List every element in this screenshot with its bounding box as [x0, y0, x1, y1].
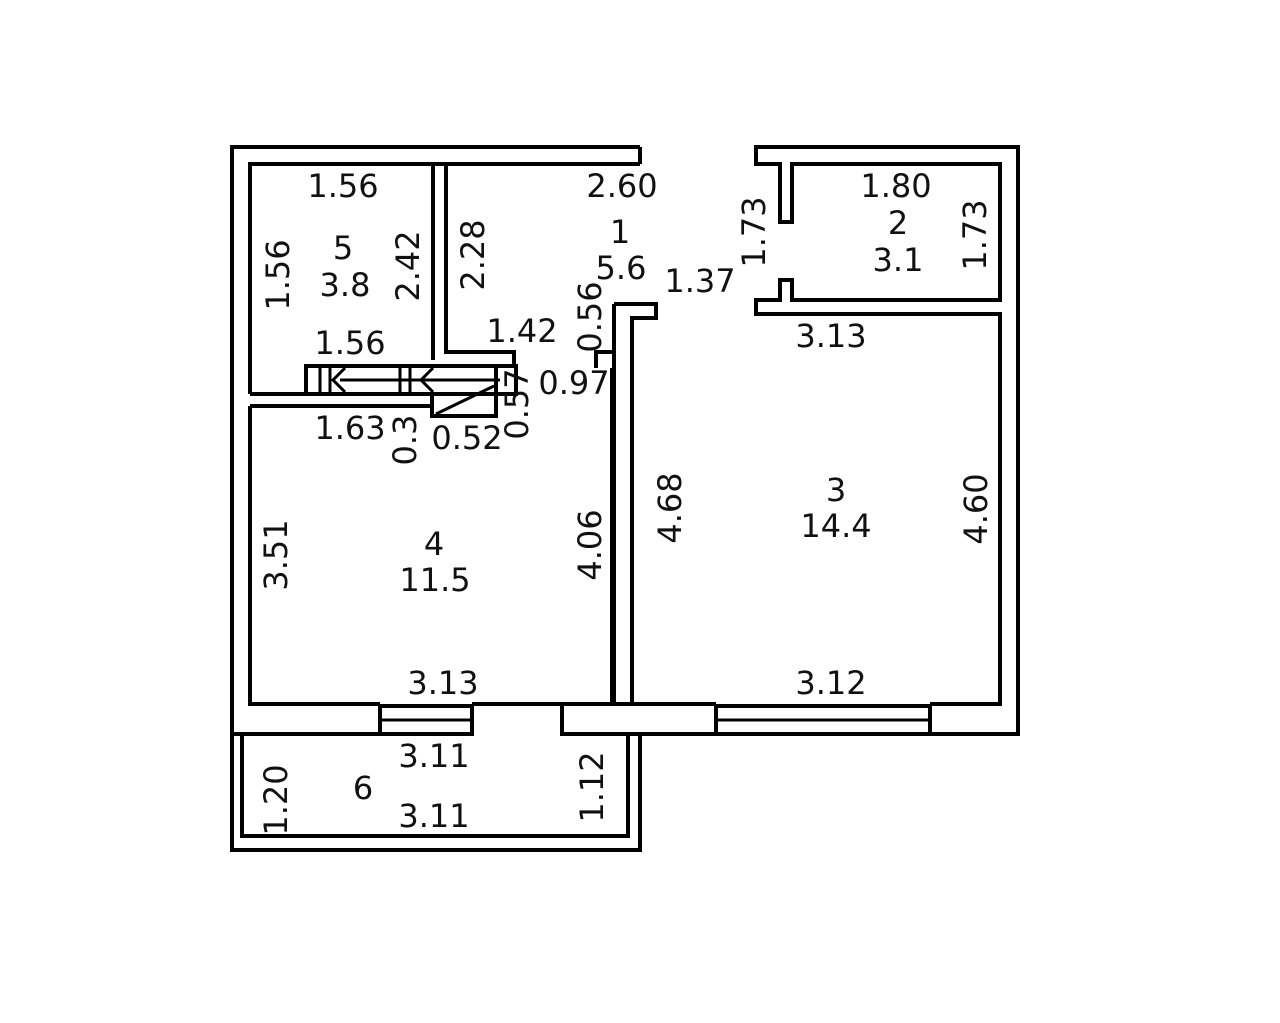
- dim-r1-right: 0.56: [571, 281, 609, 352]
- dim-r6-left: 1.20: [257, 764, 295, 835]
- dim-r3-top: 3.13: [795, 317, 866, 355]
- room-labels: 5 3.8 1 5.6 2 3.1 3 14.4 4 11.5 6: [320, 204, 924, 807]
- dim-r4-right: 4.06: [571, 509, 609, 580]
- wall-left-outer: [230, 145, 640, 734]
- dim-r3-bottom: 3.12: [795, 664, 866, 702]
- dim-r1-left: 2.28: [454, 219, 492, 290]
- dim-r2-top: 1.80: [860, 167, 931, 205]
- dim-r1-bottom: 1.42: [486, 312, 557, 350]
- room-2-area: 3.1: [873, 241, 924, 279]
- balcony-inner: [240, 736, 630, 838]
- room-5-number: 5: [333, 229, 353, 267]
- dim-r4-left: 3.51: [257, 519, 295, 590]
- dim-r3-left: 4.68: [651, 472, 689, 543]
- wall-left-inner: [248, 162, 640, 394]
- dim-097: 0.97: [538, 364, 609, 402]
- dim-r1-top: 2.60: [586, 167, 657, 205]
- dim-03: 0.3: [386, 415, 424, 466]
- dim-r5-bottom: 1.56: [314, 324, 385, 362]
- dim-r6-right: 1.12: [573, 751, 611, 822]
- dim-r4-top: 1.63: [314, 409, 385, 447]
- dim-r5-right: 2.42: [389, 230, 427, 301]
- dimension-labels: 1.56 1.56 2.60 1.42 1.37 1.80 3.13 0.97 …: [257, 167, 995, 836]
- dim-r4-bottom: 3.13: [407, 664, 478, 702]
- dim-r5-left: 1.56: [259, 239, 297, 310]
- dim-057: 0.57: [498, 368, 536, 439]
- dim-r6-top: 3.11: [398, 737, 469, 775]
- closet-box: [430, 368, 498, 418]
- room-1-number: 1: [610, 213, 630, 251]
- dim-door: 1.37: [664, 262, 735, 300]
- room-1-area: 5.6: [596, 249, 647, 287]
- room-3-area: 14.4: [800, 507, 871, 545]
- walls: [230, 145, 1020, 852]
- dim-052: 0.52: [431, 419, 502, 457]
- room-5-area: 3.8: [320, 266, 371, 304]
- dim-r3-right: 4.60: [957, 473, 995, 544]
- room-3-number: 3: [826, 471, 846, 509]
- room-6-number: 6: [353, 769, 373, 807]
- dim-r5-top: 1.56: [307, 167, 378, 205]
- room-4-area: 11.5: [399, 561, 470, 599]
- room-4-number: 4: [424, 525, 444, 563]
- dim-r6-bottom: 3.11: [398, 797, 469, 835]
- room-2-number: 2: [888, 204, 908, 242]
- balcony-outer: [230, 732, 642, 852]
- dim-r2-left: 1.73: [735, 196, 773, 267]
- dim-r2-right: 1.73: [956, 199, 994, 270]
